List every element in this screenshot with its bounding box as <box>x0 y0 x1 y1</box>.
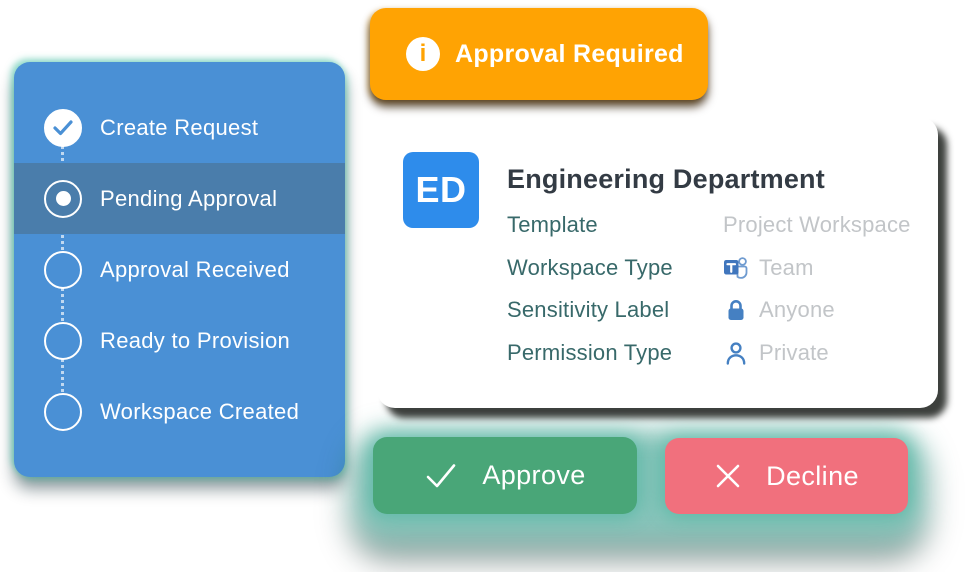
step-label: Pending Approval <box>100 185 278 211</box>
approve-button[interactable]: Approve <box>373 437 637 514</box>
step-approval-received: Approval Received <box>14 234 345 305</box>
step-pending-approval: Pending Approval <box>14 163 345 234</box>
step-label: Ready to Provision <box>100 327 291 353</box>
teams-icon <box>723 255 749 281</box>
field-label: Sensitivity Label <box>507 297 670 322</box>
step-connector <box>61 288 64 321</box>
field-label: Permission Type <box>507 339 673 365</box>
card-fields: Template Project Workspace Workspace Typ… <box>507 210 912 380</box>
field-value: Project Workspace <box>723 212 911 237</box>
empty-circle-icon <box>44 392 82 431</box>
step-create-request: Create Request <box>14 92 345 163</box>
info-icon: i <box>406 37 440 71</box>
banner-label: Approval Required <box>455 39 684 68</box>
field-permission-type: Permission Type Private <box>507 338 912 368</box>
lock-icon <box>723 297 749 323</box>
step-connector <box>61 359 64 392</box>
field-label: Template <box>507 212 598 237</box>
approve-button-label: Approve <box>482 460 586 490</box>
step-workspace-created: Workspace Created <box>14 376 345 447</box>
radio-dot-icon <box>44 179 82 218</box>
field-value: Team <box>759 254 814 280</box>
decline-button[interactable]: Decline <box>665 438 908 514</box>
decline-button-label: Decline <box>766 460 859 491</box>
step-label: Approval Received <box>100 256 290 282</box>
step-ready-to-provision: Ready to Provision <box>14 305 345 376</box>
approval-required-banner: i Approval Required <box>370 8 708 100</box>
x-icon <box>716 464 740 488</box>
person-icon <box>723 340 749 366</box>
step-label: Create Request <box>100 114 259 140</box>
card-title: Engineering Department <box>507 164 825 194</box>
step-connector <box>61 146 64 179</box>
radio-dot <box>55 191 71 206</box>
step-label: Workspace Created <box>100 398 300 424</box>
check-circle-icon <box>44 108 82 147</box>
check-icon <box>427 463 456 487</box>
field-template: Template Project Workspace <box>507 210 912 240</box>
field-value: Private <box>759 339 829 365</box>
empty-circle-icon <box>44 321 82 360</box>
avatar: ED <box>403 152 479 228</box>
workspace-request-card: ED Engineering Department Template Proje… <box>377 117 938 408</box>
field-workspace-type: Workspace Type Team <box>507 253 912 283</box>
workflow-stepper: Create Request Pending Approval Approval… <box>14 62 345 477</box>
empty-circle-icon <box>44 250 82 289</box>
field-value: Anyone <box>759 297 835 322</box>
field-label: Workspace Type <box>507 254 673 280</box>
field-sensitivity-label: Sensitivity Label Anyone <box>507 295 912 325</box>
